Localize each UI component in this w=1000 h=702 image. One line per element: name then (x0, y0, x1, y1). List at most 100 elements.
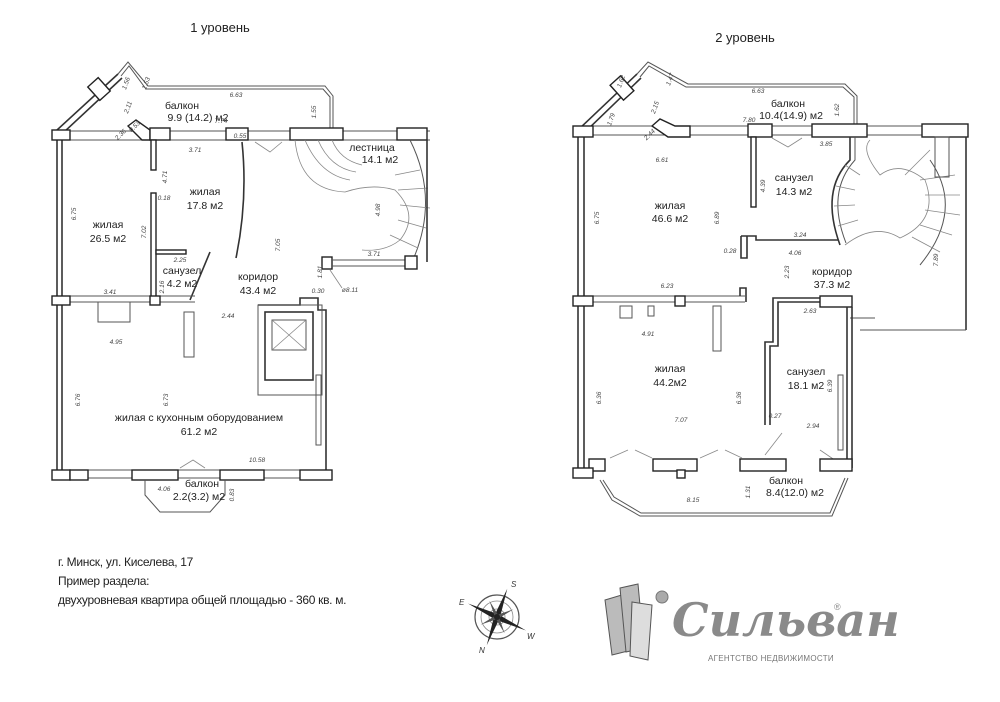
compass-label: N (479, 646, 485, 655)
dimension: 4.06 (789, 250, 802, 257)
room-name: балкон (185, 478, 219, 490)
door-swing (179, 459, 206, 469)
dimension: ø8.11 (342, 287, 359, 294)
compass-label: E (459, 598, 465, 607)
wall-pier (51, 295, 71, 306)
level-1-room-labels: балкон 9.9 (14.2) м2 лестница 14.1 м2 жи… (90, 100, 399, 503)
room-area: 9.9 (14.2) м2 (168, 112, 229, 124)
dimension: 2.23 (784, 265, 791, 279)
room-area: 14.1 м2 (362, 154, 399, 166)
wall-pier (572, 467, 594, 479)
wall-pier (819, 295, 853, 308)
door-swing (764, 432, 783, 456)
dimension: 4.39 (760, 179, 767, 192)
curved-wall (235, 141, 245, 259)
dimension: 7.05 (275, 238, 282, 251)
dimension: 4.06 (158, 486, 171, 493)
room-name: коридор (812, 266, 852, 278)
dimension: 1.56 (121, 76, 132, 91)
dimension: 6.39 (827, 379, 834, 392)
room-name: лестница (349, 142, 395, 154)
balcony-outline-inner (639, 65, 855, 128)
door-swing (254, 141, 283, 153)
cabinet (712, 305, 722, 352)
wall-pier (739, 458, 787, 472)
dimension: 3.24 (794, 232, 807, 239)
wall (739, 287, 747, 302)
cabinet (837, 374, 844, 451)
room-area: 37.3 м2 (814, 279, 851, 291)
buildings-logo-icon (604, 583, 669, 661)
dimension: 6.63 (230, 92, 243, 99)
balcony-outline (636, 61, 858, 128)
room-area: 46.6 м2 (652, 213, 689, 225)
dimension: 6.23 (661, 283, 674, 290)
dimension: 1.81 (317, 265, 324, 278)
room-area: 26.5 м2 (90, 233, 127, 245)
level-2-room-labels: балкон 10.4(14.9) м2 санузел 14.3 м2 жил… (652, 98, 852, 499)
wall-pier (149, 127, 171, 141)
dimension: 6.73 (163, 393, 170, 406)
balcony-outline (117, 61, 334, 128)
dimension: 1.47 (665, 72, 676, 87)
door-swing (771, 137, 803, 148)
wall (189, 251, 211, 301)
room-name: балкон (769, 475, 803, 487)
registered-mark: ® (834, 602, 841, 612)
wall-pier (819, 458, 853, 472)
dimension: 6.36 (596, 391, 603, 404)
window-pier (86, 76, 112, 102)
level-1-dimensions: 1.56 1.53 6.63 1.55 2.11 7.74 0.53 2.36 … (71, 76, 382, 501)
room-area: 61.2 м2 (181, 426, 218, 438)
cabinet (315, 374, 322, 446)
room-area: 4.2 м2 (167, 278, 198, 290)
dimension: 3.85 (820, 141, 833, 148)
cabinet (183, 311, 195, 358)
dimension: 6.75 (594, 211, 601, 224)
door-swing (699, 449, 719, 459)
room-name: жилая (655, 363, 686, 375)
balcony-outline-inner (120, 65, 331, 128)
staircase-level-2 (831, 136, 961, 266)
wall-pier (51, 129, 71, 141)
dimension: 4.71 (162, 170, 169, 183)
door-swing (634, 449, 653, 459)
dimension: 7.07 (675, 417, 688, 424)
wall-pier (321, 256, 333, 270)
level-2-dimensions: 1.62 1.47 6.63 1.62 2.15 1.79 2.44 7.80 … (594, 72, 940, 504)
dim-leader (329, 269, 343, 289)
dimension: 7.89 (933, 253, 940, 266)
dimension: 2.16 (159, 280, 166, 294)
apartment-info: г. Минск, ул. Киселева, 17 Пример раздел… (58, 553, 347, 610)
dimension: 7.80 (743, 117, 756, 124)
room-name: жилая (190, 186, 221, 198)
room-name: жилая с кухонным оборудованием (115, 412, 283, 424)
logo-tagline: АГЕНТСТВО НЕДВИЖИМОСТИ (708, 654, 834, 663)
wall-pier (404, 255, 418, 270)
dimension: 1.62 (834, 103, 841, 116)
wall-pier (396, 127, 428, 141)
dimension: 2.44 (221, 313, 235, 320)
wall-pier (299, 469, 333, 481)
dimension: 6.63 (752, 88, 765, 95)
info-line: Пример раздела: (58, 574, 150, 588)
room-area: 8.4(12.0) м2 (766, 487, 824, 499)
dimension: 3.41 (104, 289, 117, 296)
wall (740, 236, 748, 259)
door-swing (609, 449, 629, 459)
logo-name: Сильван (672, 593, 900, 647)
dimension: 0.83 (229, 488, 236, 501)
dimension: 2.94 (806, 423, 820, 430)
dimension: 0.28 (724, 248, 737, 255)
wall (769, 301, 822, 425)
dimension: 8.15 (687, 497, 700, 504)
wall (750, 136, 757, 208)
wall (155, 249, 187, 255)
dimension: 0.18 (158, 195, 171, 202)
level-1-title: 1 уровень (190, 20, 250, 35)
wall-pier (572, 295, 594, 307)
angled-wall-inner (62, 77, 123, 134)
room-area: 2.2(3.2) м2 (173, 491, 225, 503)
